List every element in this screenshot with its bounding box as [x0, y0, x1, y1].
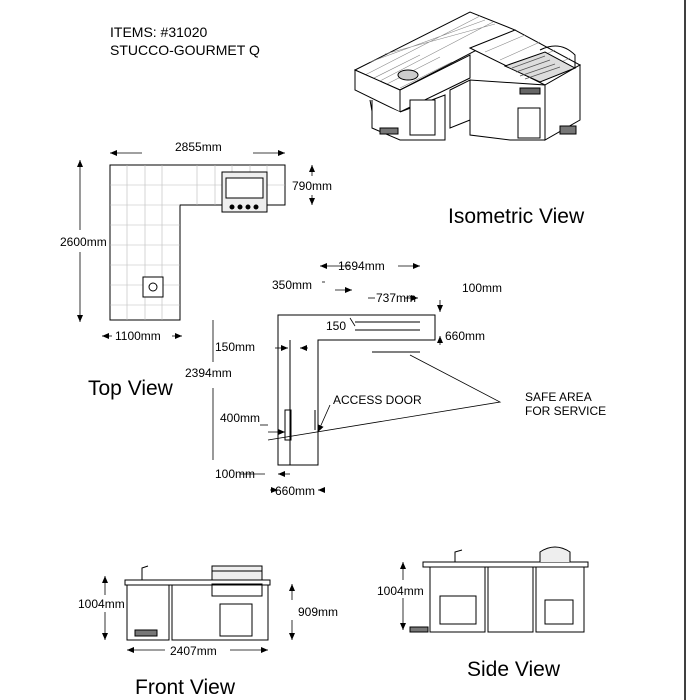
dim-overall-width: 1694mm	[338, 259, 385, 273]
plan-dimensions	[212, 263, 443, 493]
item-number: ITEMS: #31020	[110, 24, 208, 40]
dim-door-height: 400mm	[220, 411, 261, 425]
plan-view-drawing	[267, 314, 502, 466]
dim-small-150: 150	[326, 319, 347, 333]
dim-edge-right: 100mm	[462, 281, 503, 295]
dim-bottom-660: 660mm	[275, 484, 316, 498]
front-dimensions	[102, 576, 295, 653]
label-for-service: FOR SERVICE	[525, 404, 607, 418]
dim-front-width: 2407mm	[170, 644, 217, 658]
label-access-door: ACCESS DOOR	[333, 393, 422, 407]
dim-right-depth-660: 660mm	[445, 329, 486, 343]
front-view-drawing	[124, 565, 271, 641]
dim-grill-width: 737mm	[376, 291, 417, 305]
side-view-drawing	[409, 546, 589, 633]
front-view-title: Front View	[135, 676, 235, 699]
top-view-drawing	[109, 164, 286, 321]
top-view-dimensions	[77, 150, 315, 339]
dim-overall-height: 2394mm	[185, 366, 232, 380]
dim-total-width: 2855mm	[175, 140, 222, 154]
model-name: STUCCO-GOURMET Q	[110, 42, 260, 58]
side-view-title: Side View	[467, 658, 561, 681]
dim-front-height: 1004mm	[78, 597, 125, 611]
dim-right-depth: 790mm	[292, 179, 333, 193]
dim-bottom-100: 100mm	[215, 467, 256, 481]
top-view-title: Top View	[88, 377, 173, 400]
dim-side-height: 1004mm	[377, 584, 424, 598]
isometric-drawing	[353, 11, 582, 141]
dim-left-depth: 1100mm	[115, 329, 161, 343]
dim-total-height: 2600mm	[60, 235, 107, 249]
dim-front-counter-height: 909mm	[298, 605, 339, 619]
label-safe-area: SAFE AREA	[525, 390, 592, 404]
dim-left-150: 150mm	[215, 340, 256, 354]
dim-left-offset: 350mm	[272, 278, 313, 292]
isometric-view-title: Isometric View	[448, 205, 585, 228]
